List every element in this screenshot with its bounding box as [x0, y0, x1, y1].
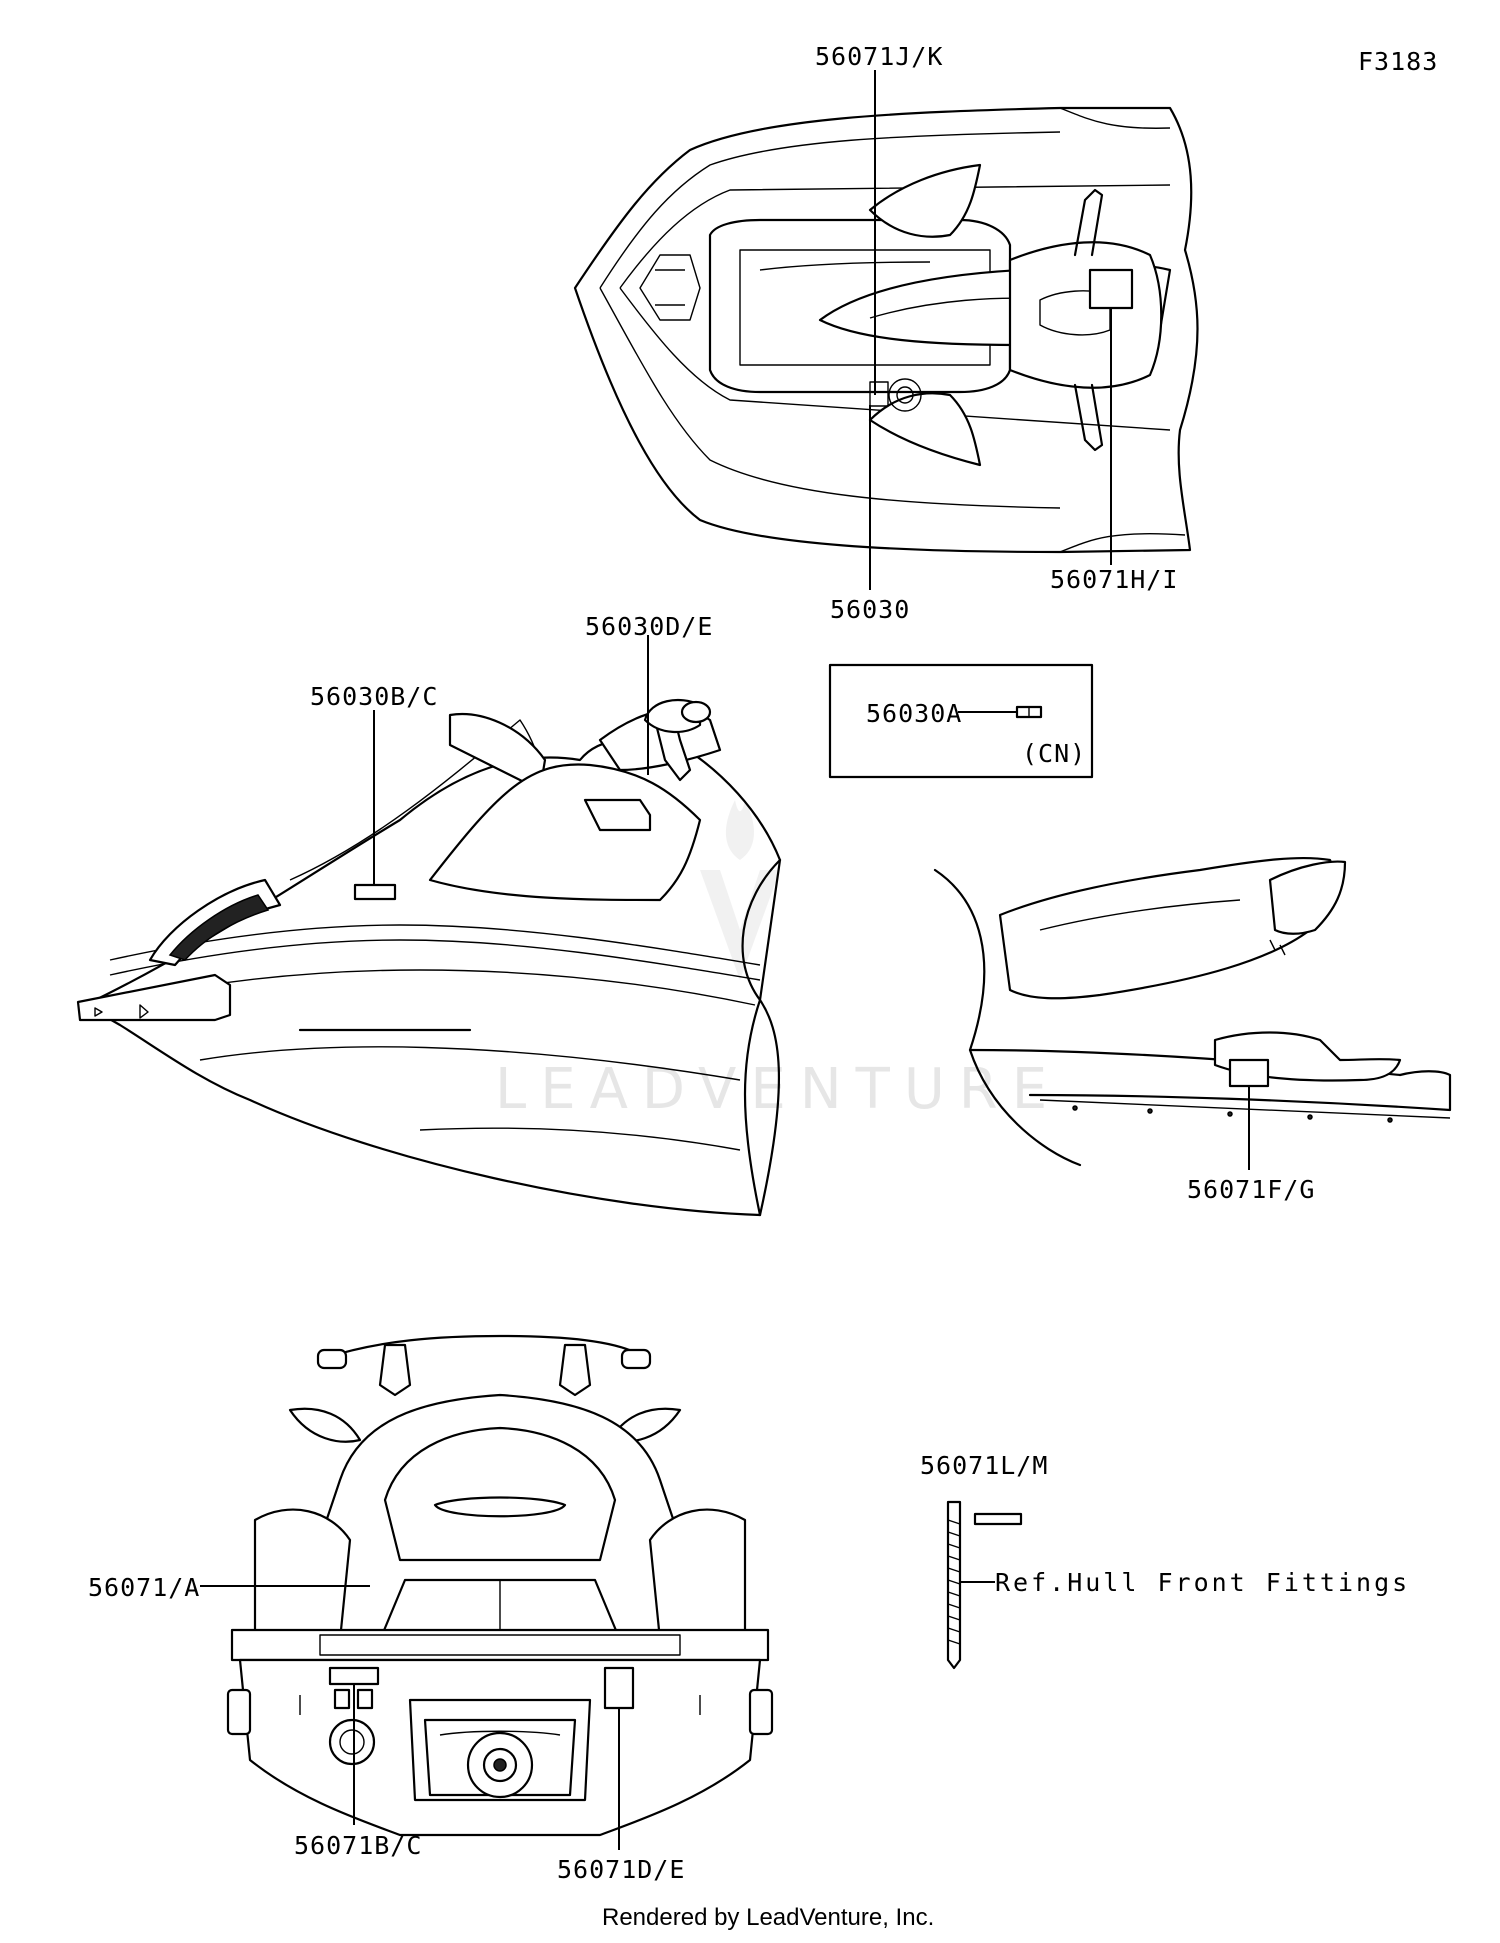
label-rear-side: 56071F/G: [1187, 1175, 1315, 1204]
label-side-glovebox: 56030D/E: [585, 612, 713, 641]
side-bow-decal: [353, 883, 397, 901]
top-handlebar-decal: [1088, 268, 1134, 310]
label-side-bow: 56030B/C: [310, 682, 438, 711]
label-front-left: 56071B/C: [294, 1831, 422, 1860]
label-front-deck: 56071/A: [88, 1573, 200, 1602]
rear-left-decal: [328, 1666, 380, 1686]
watermark-logo: [700, 800, 780, 980]
figure-code: F3183: [1358, 47, 1438, 76]
rear-view-drawing: [226, 1334, 774, 1837]
top-view-drawing: [573, 106, 1199, 554]
side-view-drawing: [76, 698, 782, 1217]
label-inset: 56030A: [866, 699, 962, 728]
fitting-bolt: [946, 1500, 962, 1670]
parts-decal: [973, 1512, 1023, 1526]
loose-parts: [946, 1500, 1023, 1670]
label-parts: 56071L/M: [920, 1451, 1048, 1480]
rear-side-drawing: [933, 856, 1452, 1167]
footer-credit: Rendered by LeadVenture, Inc.: [602, 1904, 934, 1931]
label-top-handlebar: 56071H/I: [1050, 565, 1178, 594]
label-parts-reference: Ref.Hull Front Fittings: [995, 1568, 1410, 1597]
watermark-text: LEADVENTURE: [495, 1057, 1061, 1122]
label-top-seat: 56030: [830, 595, 910, 624]
rear-right-decal: [603, 1666, 635, 1710]
inset-box: [828, 663, 1094, 779]
label-front-right: 56071D/E: [557, 1855, 685, 1884]
rear-side-decal: [1228, 1058, 1270, 1088]
label-top-hood: 56071J/K: [815, 42, 943, 71]
label-inset-region: (CN): [1022, 739, 1086, 768]
